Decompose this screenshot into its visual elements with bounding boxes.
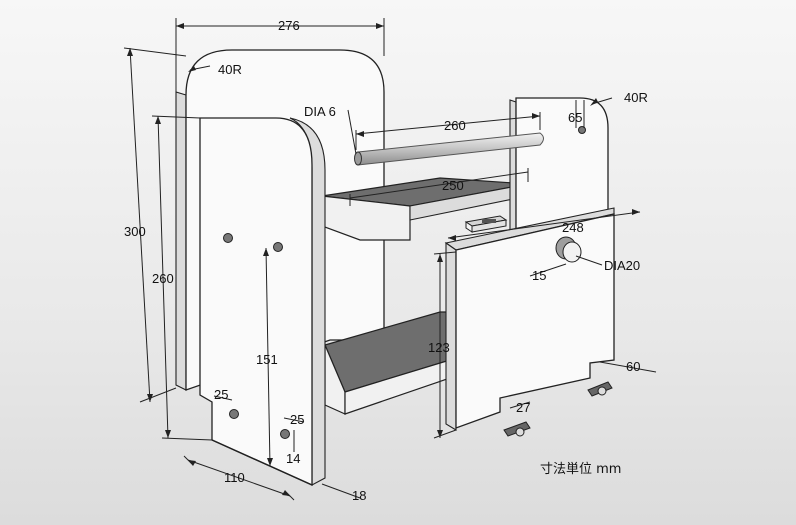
dim-hole-height: 151 xyxy=(256,352,278,367)
side-hole-upper-left xyxy=(223,233,233,243)
dim-rod-dia: DIA 6 xyxy=(304,104,336,119)
stopper-block xyxy=(464,215,508,233)
side-hole-lower-right xyxy=(280,429,290,439)
dim-top-width: 276 xyxy=(278,18,300,33)
hinge-1 xyxy=(587,381,613,397)
rod-hole-right xyxy=(578,126,586,134)
side-hole-lower-left xyxy=(229,409,239,419)
dim-thickness: 18 xyxy=(352,488,366,503)
hanging-rod xyxy=(354,132,544,166)
dim-knob-offset: 15 xyxy=(532,268,546,283)
dim-hole-left-offset: 25 xyxy=(214,387,228,402)
dimension-labels: 276 40R 300 260 DIA 6 260 40R 65 250 248… xyxy=(124,18,648,503)
dim-right-offset: 65 xyxy=(568,110,582,125)
upper-shelf xyxy=(321,177,529,241)
dim-back-height: 300 xyxy=(124,224,146,239)
dim-hole-right-offset: 25 xyxy=(290,412,304,427)
dim-hinge-offset: 60 xyxy=(626,359,640,374)
side-hole-upper-right xyxy=(273,242,283,252)
hinge-2 xyxy=(503,421,531,437)
front-side-panel xyxy=(199,117,326,487)
dim-shelf-width: 250 xyxy=(442,178,464,193)
dim-rod-length: 260 xyxy=(444,118,466,133)
dim-hole-bottom: 14 xyxy=(286,451,300,466)
dim-side-depth: 110 xyxy=(224,470,245,485)
dimension-lines xyxy=(123,18,657,501)
dim-hinge-spacing: 27 xyxy=(516,400,530,415)
dim-door-width: 248 xyxy=(562,220,584,235)
dim-right-radius: 40R xyxy=(624,90,648,105)
front-door xyxy=(444,207,615,431)
dim-front-height: 260 xyxy=(152,271,174,286)
dim-top-radius: 40R xyxy=(218,62,242,77)
dim-door-height: 123 xyxy=(428,340,450,355)
right-side-panel xyxy=(509,97,609,234)
dim-knob-dia: DIA20 xyxy=(604,258,640,273)
unit-note: 寸法単位 mm xyxy=(540,461,621,477)
